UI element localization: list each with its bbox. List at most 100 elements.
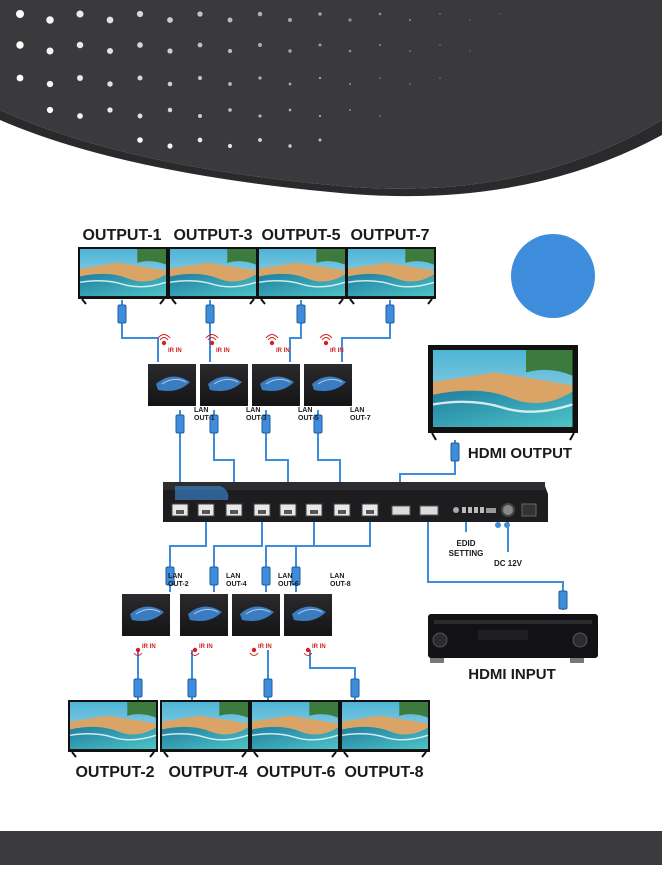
dot [107,17,114,24]
lan-out-label: OUT-3 [246,415,267,422]
dot [258,43,262,47]
connector-plug [134,679,142,697]
cable [342,300,390,362]
lan-out-label: OUT-6 [278,581,299,588]
dot [469,50,471,52]
dot [319,77,321,79]
dot [379,13,382,16]
dot [349,109,351,111]
lan-out-label: OUT-2 [168,581,189,588]
dot [319,115,321,117]
output-5-label: OUTPUT-5 [261,227,340,244]
dot [77,42,84,49]
dot [258,138,262,142]
dot [439,77,441,79]
dot [167,17,173,23]
connector-plug [118,305,126,323]
blue-badge [511,234,595,318]
dot [137,42,143,48]
connector-plug [188,679,196,697]
dot [137,11,143,17]
tv-output-1 [78,247,168,304]
dot [47,107,53,113]
dot [16,41,23,48]
connector-plug [206,305,214,323]
lan-out-label: OUT-4 [226,581,247,588]
dot [228,82,232,86]
output-7-label: OUTPUT-7 [350,227,429,244]
ir-in-label: IR IN [142,644,156,650]
ir-in-label: IR IN [312,644,326,650]
dot [469,19,471,21]
connector-plug [297,305,305,323]
tv-output-2 [68,700,158,757]
lan-label: LAN [278,573,292,580]
footer-bar [0,831,662,865]
dot [288,49,291,52]
dot [499,13,501,15]
dc-jack [502,504,514,516]
dot [319,44,322,47]
dot [289,83,292,86]
connector-plug [176,415,184,433]
dot [258,76,261,79]
output-3-label: OUTPUT-3 [173,227,252,244]
connector-plug [262,567,270,585]
tv-output-7 [346,247,436,304]
lan-label: LAN [350,407,364,414]
lan-label: LAN [298,407,312,414]
connector-plug [264,679,272,697]
power-switch [522,504,536,516]
tv-output-5 [257,247,347,304]
connector-plug [451,443,459,461]
ir-port [453,507,459,513]
dot [439,13,441,15]
hdmi-output-display [428,345,578,440]
dc-label: DC 12V [494,559,523,568]
hdmi-input-player [428,614,598,663]
tv-output-3 [168,247,258,304]
dot [379,44,381,46]
dot [379,77,381,79]
hdbaset-matrix-unit [163,482,548,522]
dot [168,82,173,87]
dot [77,113,83,119]
dot [76,10,83,17]
lan-label: LAN [246,407,260,414]
ir-in-label: IR IN [258,644,272,650]
dot [288,144,291,147]
tv-output-6 [250,700,340,757]
lan-label: LAN [168,573,182,580]
dot [167,48,172,53]
output-6-label: OUTPUT-6 [256,764,335,781]
cable [310,650,355,700]
dot [288,18,292,22]
receiver-bottom-1: LANOUT-2 [122,573,189,636]
lan-out-label: OUT-7 [350,415,371,422]
lan-out-label: OUT-1 [194,415,215,422]
edid-label-2: SETTING [449,549,484,558]
output-2-label: OUTPUT-2 [75,764,154,781]
connector-plug [351,679,359,697]
dot [409,19,411,21]
dot [137,137,143,143]
lan-out-label: OUT-5 [298,415,319,422]
connector-plug [386,305,394,323]
dot [168,108,172,112]
hdmi-in-port [420,506,438,515]
dot [107,48,113,54]
tv-output-8 [340,700,430,757]
ir-sensor-icon: IR IN [304,644,326,656]
dot [47,48,54,55]
ir-in-label: IR IN [330,348,344,354]
dot [167,143,172,148]
dot [198,76,202,80]
dot [197,11,202,16]
lan-label: LAN [194,407,208,414]
lan-label: LAN [330,573,344,580]
connector-plug [210,567,218,585]
edid-label-1: EDID [456,539,475,548]
dot [107,81,112,86]
dot [348,18,351,21]
